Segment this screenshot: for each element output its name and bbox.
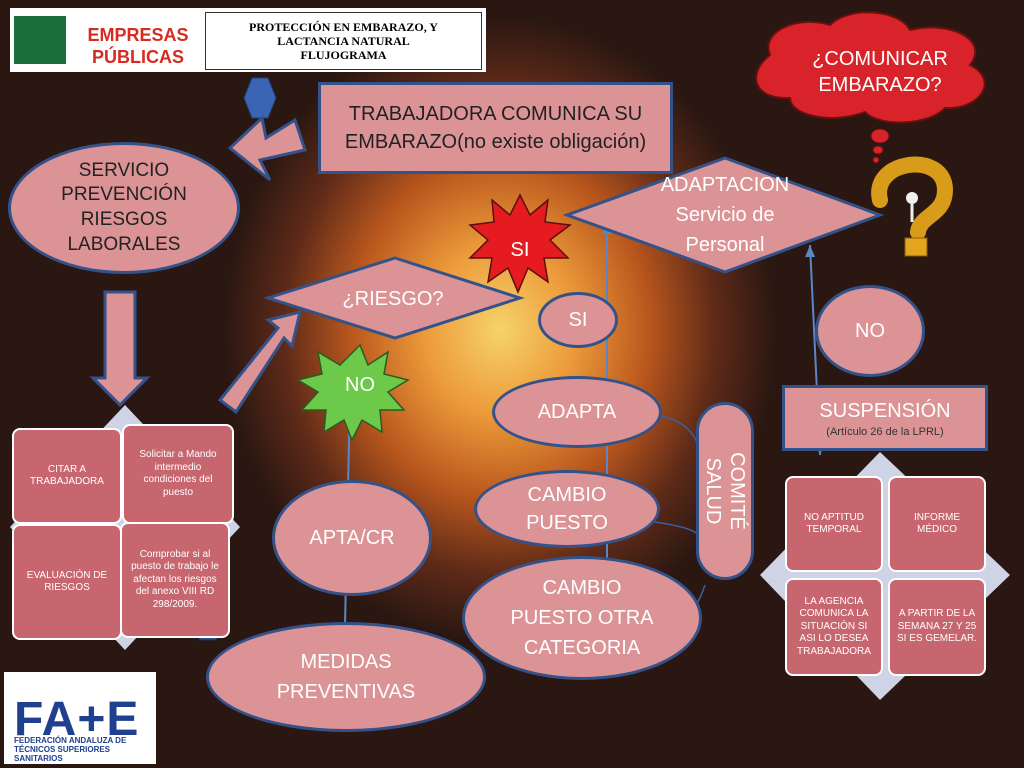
connector-adapta-comite (654, 414, 701, 461)
comite-line1: COMITÉ (726, 452, 748, 530)
si-star-shape (468, 193, 572, 294)
comite-salud-text: COMITÉ SALUD (701, 452, 749, 530)
cloud-bubble (872, 145, 884, 155)
cloud-line2: EMBARAZO? (818, 74, 942, 96)
no-ellipse: NO (815, 285, 925, 377)
cambio-otra-ellipse: CAMBIO PUESTO OTRA CATEGORIA (462, 556, 702, 680)
cloud-shape (755, 11, 986, 124)
servicio-line2: PREVENCIÓN (61, 184, 187, 206)
adaptacion-line3: Personal (685, 234, 765, 256)
arrow-to-riesgo (217, 309, 303, 415)
riesgo-label: ¿RIESGO? (342, 287, 444, 310)
servicio-ellipse: SERVICIO PREVENCIÓN RIESGOS LABORALES (8, 142, 240, 274)
tile-informe: INFORME MÉDICO (888, 476, 986, 572)
cloud-bubble (872, 156, 880, 164)
question-mark-icon (871, 156, 954, 257)
fate-logo-panel (4, 672, 156, 764)
cloud-bubble (870, 128, 890, 144)
junta-logo (14, 16, 66, 64)
tile-agencia: LA AGENCIA COMUNICA LA SITUACIÓN SI ASI … (785, 578, 883, 676)
servicio-line3: RIESGOS (80, 209, 168, 230)
cloud-line1: ¿COMUNICAR (812, 48, 948, 70)
title-line1: PROTECCIÓN EN EMBARAZO, Y (249, 20, 438, 34)
fate-sub-line1: FEDERACIÓN ANDALUZA DE (14, 736, 127, 745)
tile-evaluacion: EVALUACIÓN DE RIESGOS (12, 524, 122, 640)
comite-line2: SALUD (702, 457, 724, 525)
arrow-down-servicio (89, 290, 151, 408)
hexagon-shape (243, 77, 277, 119)
fate-logo-subtitle: FEDERACIÓN ANDALUZA DE TÉCNICOS SUPERIOR… (14, 736, 154, 763)
suspension-box: SUSPENSIÓN (Artículo 26 de la LPRL) (782, 385, 988, 451)
no-star-label: NO (345, 373, 375, 396)
fate-sub-line2: TÉCNICOS SUPERIORES SANITARIOS (14, 745, 111, 763)
suspension-subtitle: (Artículo 26 de la LPRL) (826, 426, 944, 438)
connector-arrowhead (805, 245, 815, 257)
cambio-puesto-line2: PUESTO (526, 512, 608, 534)
medidas-line2: PREVENTIVAS (276, 681, 416, 703)
si-star-label: SI (510, 238, 530, 261)
suspension-title: SUSPENSIÓN (819, 400, 951, 422)
tile-comprobar: Comprobar si al puesto de trabajo le afe… (120, 522, 230, 638)
title-line2: LACTANCIA NATURAL (277, 34, 410, 48)
brand-label: EMPRESAS PÚBLICAS (78, 24, 198, 68)
no-star-shape (296, 343, 410, 442)
tile-solicitar: Solicitar a Mando intermedio condiciones… (122, 424, 234, 524)
tile-no-aptitud: NO APTITUD TEMPORAL (785, 476, 883, 572)
si-ellipse: SI (538, 292, 618, 348)
apta-ellipse: APTA/CR (272, 480, 432, 596)
medidas-ellipse: MEDIDAS PREVENTIVAS (206, 622, 486, 732)
cambio-otra-line3: CATEGORIA (523, 637, 641, 659)
riesgo-diamond (263, 256, 525, 340)
fate-logo-text: FA+E (14, 693, 140, 746)
trabajadora-line2: EMBARAZO(no existe obligación) (344, 131, 647, 153)
adaptacion-diamond (562, 156, 885, 274)
servicio-line1: SERVICIO (78, 159, 170, 181)
tile-citar: CITAR A TRABAJADORA (12, 428, 122, 524)
comite-salud-pill: COMITÉ SALUD (696, 402, 754, 580)
cloud-question: ¿COMUNICAR EMBARAZO? (790, 40, 970, 104)
cambio-puesto-ellipse: CAMBIO PUESTO (474, 470, 660, 548)
cambio-otra-line2: PUESTO OTRA (510, 607, 654, 629)
adaptacion-label: ADAPTACION Servicio de Personal (625, 170, 825, 260)
adaptacion-line1: ADAPTACION (660, 174, 790, 196)
medidas-line1: MEDIDAS (300, 651, 392, 673)
brand-line2: PÚBLICAS (91, 47, 184, 67)
brand-line1: EMPRESAS (87, 25, 189, 45)
adapta-ellipse: ADAPTA (492, 376, 662, 448)
title-line3: FLUJOGRAMA (300, 48, 387, 62)
tile-semana: A PARTIR DE LA SEMANA 27 Y 25 SI ES GEME… (888, 578, 986, 676)
cambio-puesto-line1: CAMBIO (527, 484, 607, 506)
arrow-to-servicio (227, 115, 307, 182)
flowchart-title: PROTECCIÓN EN EMBARAZO, Y LACTANCIA NATU… (205, 12, 482, 70)
adaptacion-line2: Servicio de (675, 204, 775, 226)
trabajadora-box: TRABAJADORA COMUNICA SU EMBARAZO(no exis… (318, 82, 673, 174)
trabajadora-line1: TRABAJADORA COMUNICA SU (348, 103, 643, 125)
cambio-otra-line1: CAMBIO (542, 577, 622, 599)
servicio-line4: LABORALES (67, 233, 181, 255)
